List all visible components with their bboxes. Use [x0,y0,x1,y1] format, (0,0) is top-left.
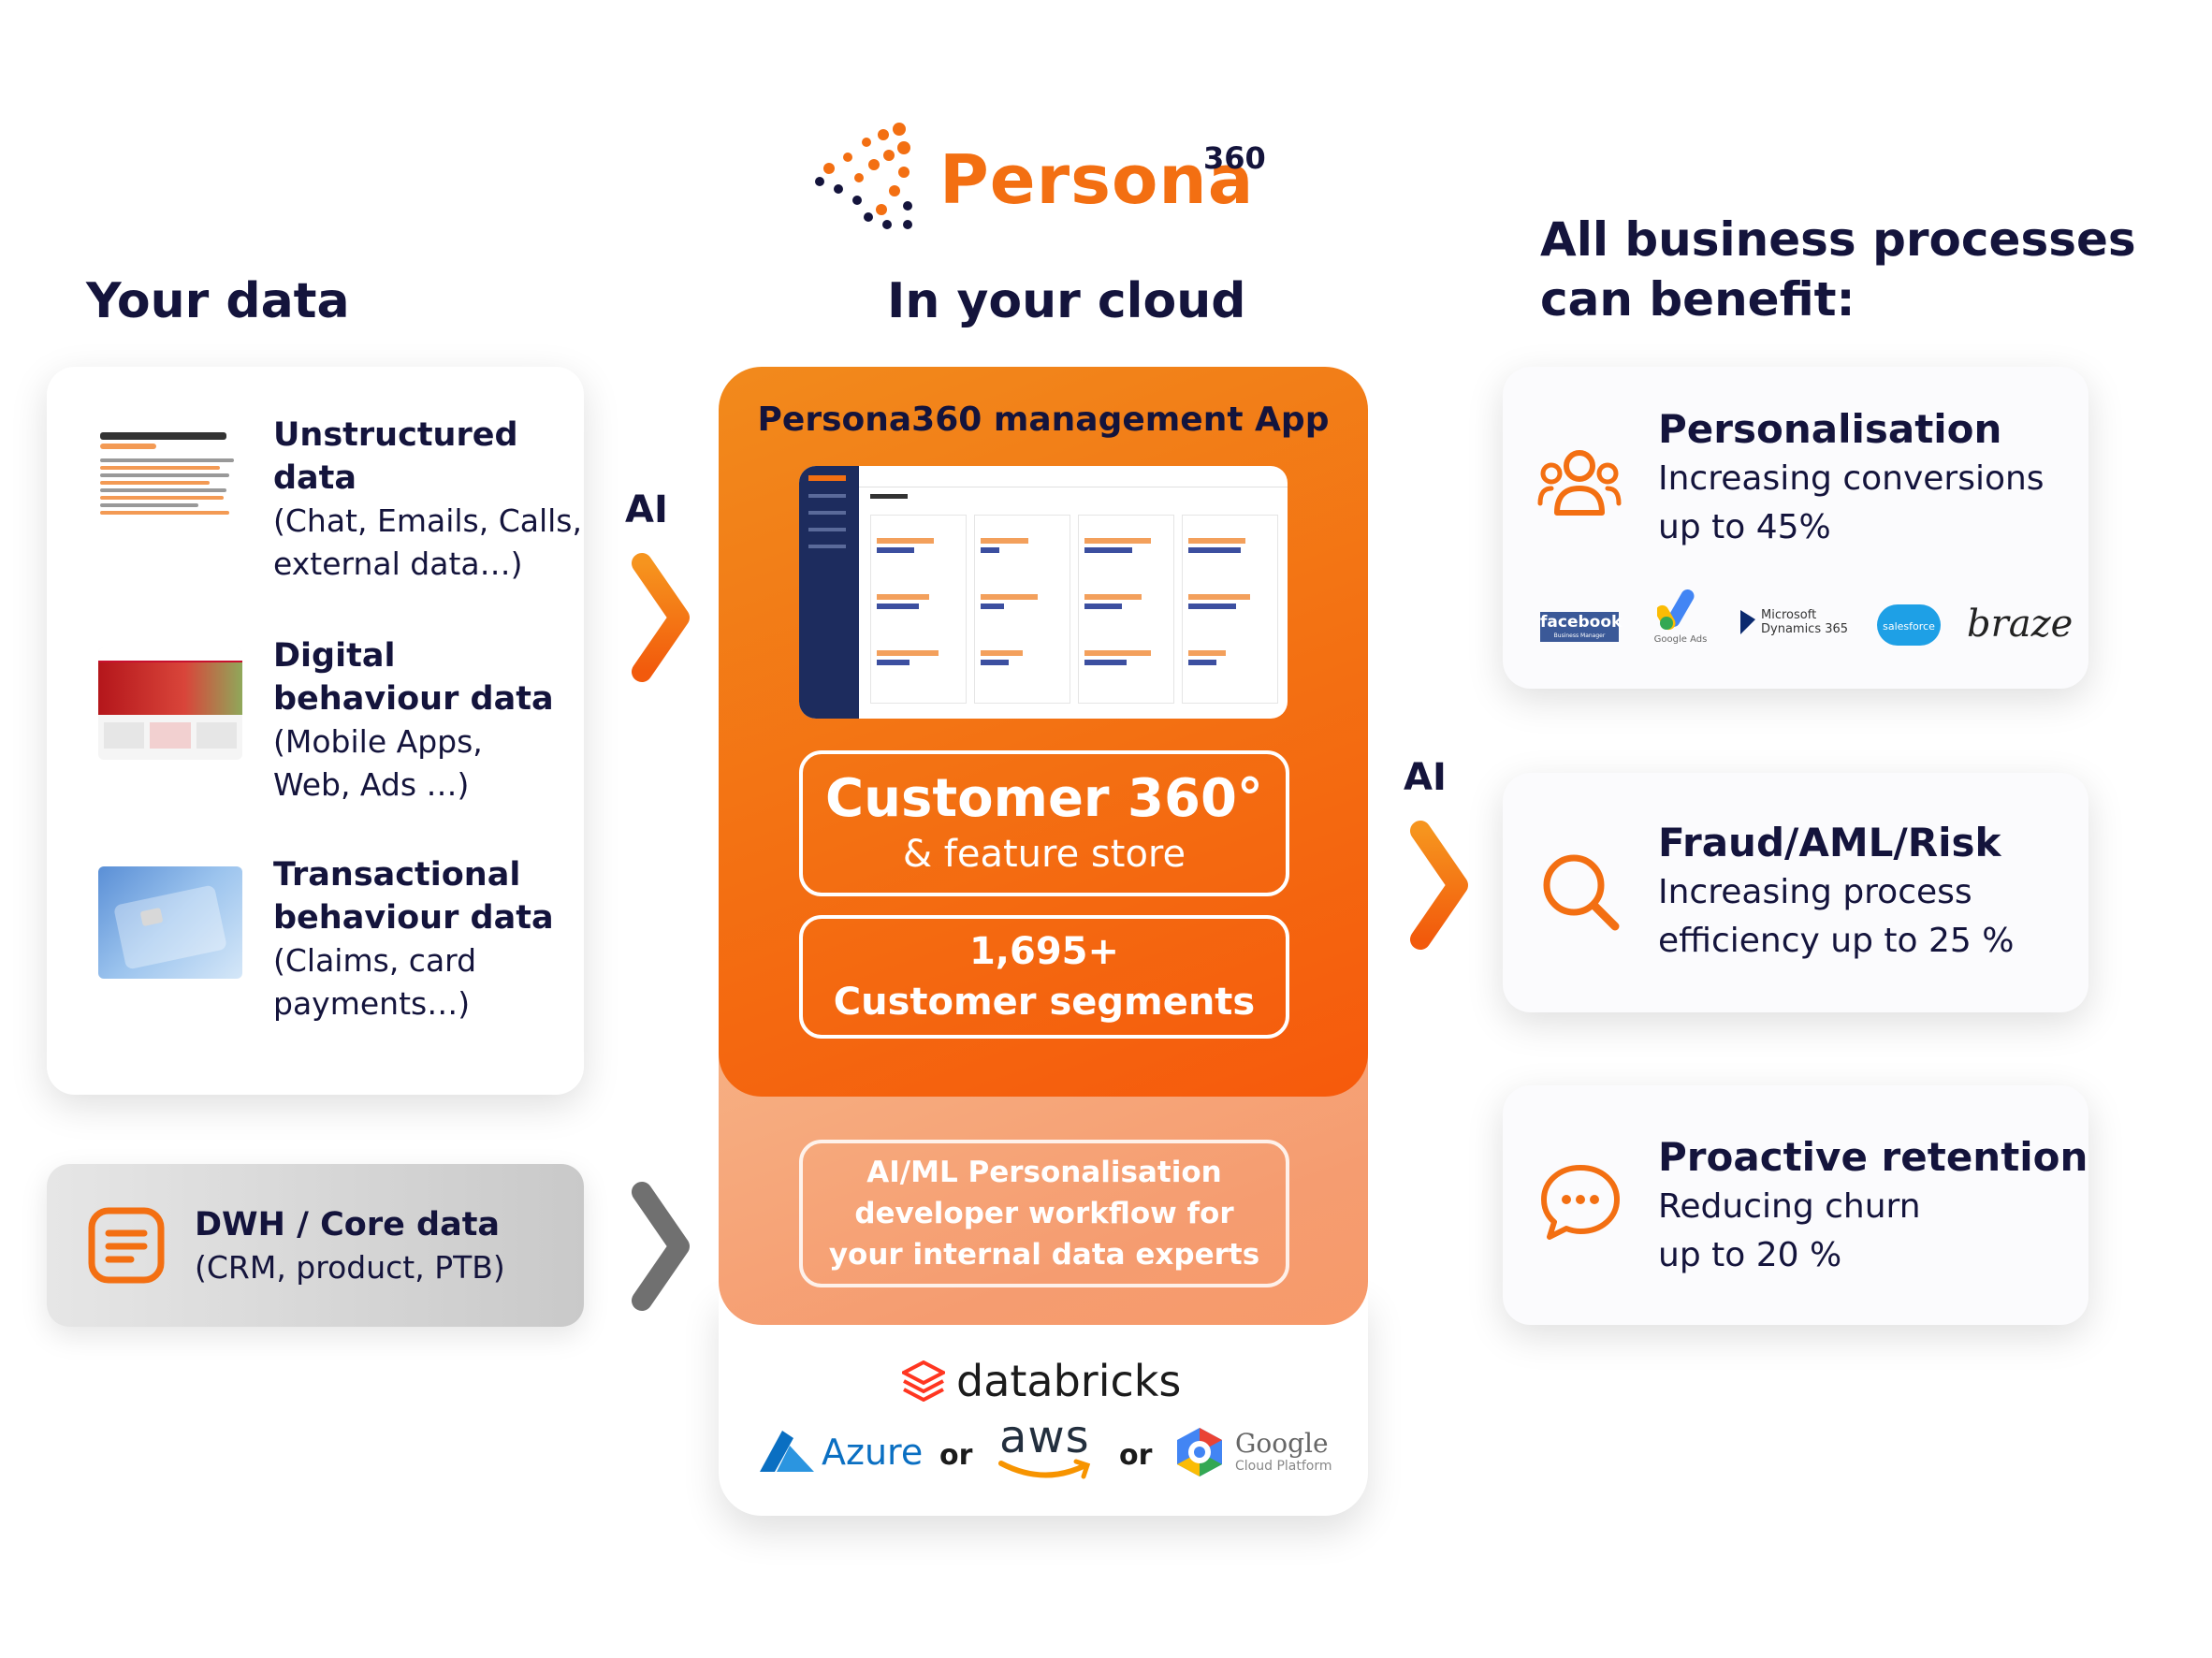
aws-logo: aws [996,1411,1099,1486]
cloud-platform-panel [719,1291,1368,1516]
benefit-title-fraud: Fraud/AML/Risk [1658,820,2001,865]
azure-icon [760,1431,814,1472]
google-ads-name: Google Ads [1653,634,1708,645]
chevron-right-gray-icon [632,1182,690,1311]
dwh-detail: (CRM, product, PTB) [195,1249,505,1286]
azure-logo: Azure [758,1422,923,1482]
persona360-logo: Persona 360 [810,120,1278,241]
microsoft-dynamics-logo: Microsoft Dynamics 365 [1739,608,1848,636]
benefit-title-retention: Proactive retention [1658,1134,2088,1180]
facebook-name: facebook [1540,613,1623,632]
heading-benefits: All business processes can benefit: [1540,210,2136,329]
benefit-card-personalisation: Personalisation Increasing conversions u… [1503,367,2088,689]
ai-label-output: AI [1404,756,1447,799]
google-name: Google [1235,1428,1329,1459]
customer-360-subtitle: & feature store [902,833,1186,876]
heading-benefits-line2: can benefit: [1540,272,1855,327]
facebook-logo: facebook Business Manager [1540,612,1623,642]
dynamics-icon [1740,610,1755,634]
app-screenshot [799,466,1288,719]
source-detail-transactional: (Claims, card payments…) [273,942,477,1022]
databricks-logo: databricks [902,1355,1181,1407]
persona-dots-icon [815,123,912,229]
salesforce-name: salesforce [1883,620,1935,633]
ms-line1: Microsoft [1761,608,1817,622]
ai-label-input: AI [625,488,668,531]
magnifier-icon [1543,854,1620,931]
benefit-desc-retention: Reducing churn up to 20 % [1658,1187,1921,1274]
databricks-stack-icon [902,1360,945,1402]
benefit-desc-fraud: Increasing process efficiency up to 25 % [1658,873,2015,960]
source-title-digital: Digital behaviour data [273,637,554,718]
google-cloud-logo: Google Cloud Platform [1173,1422,1332,1482]
heading-your-data: Your data [86,273,350,329]
chevron-right-icon [632,553,690,682]
workflow-line3: your internal data experts [828,1238,1260,1272]
source-title-transactional: Transactional behaviour data [273,856,554,937]
google-cloud-platform-name: Cloud Platform [1235,1459,1332,1474]
salesforce-logo: salesforce [1877,604,1941,646]
segments-count: 1,695+ [968,930,1120,973]
benefit-desc-personalisation: Increasing conversions up to 45% [1658,459,2045,546]
segments-box: 1,695+ Customer segments [799,915,1289,1039]
aws-smile-icon [998,1459,1091,1479]
website-screenshot-thumbnail [98,647,242,760]
source-detail-digital: (Mobile Apps, Web, Ads …) [273,723,483,803]
benefit-card-fraud: Fraud/AML/Risk Increasing process effici… [1503,773,2088,1012]
document-list-icon [88,1207,165,1284]
workflow-box: AI/ML Personalisation developer workflow… [799,1140,1289,1287]
benefit-title-personalisation: Personalisation [1658,406,2002,452]
facebook-sub: Business Manager [1553,633,1606,639]
ms-line2: Dynamics 365 [1761,622,1849,636]
management-app-panel: Persona360 management App [719,367,1368,1097]
benefit-card-retention: Proactive retention Reducing churn up to… [1503,1085,2088,1325]
heading-in-your-cloud: In your cloud [887,273,1246,329]
text-document-thumbnail [98,425,242,537]
segments-label: Customer segments [833,981,1256,1024]
source-detail-unstructured: (Chat, Emails, Calls, external data…) [273,502,582,582]
chevron-right-output-icon [1410,821,1468,950]
google-cloud-hex-icon [1177,1428,1222,1476]
credit-card-thumbnail [98,866,242,979]
workflow-line1: AI/ML Personalisation [866,1156,1222,1189]
customer-360-box: Customer 360° & feature store [799,750,1289,896]
heading-benefits-line1: All business processes [1540,212,2136,267]
or-label-1: or [939,1439,973,1472]
azure-name: Azure [822,1432,924,1473]
brand-superscript: 360 [1203,140,1266,176]
databricks-name: databricks [956,1356,1182,1406]
dwh-title: DWH / Core data [195,1206,501,1244]
aws-name: aws [999,1411,1090,1463]
or-label-2: or [1119,1439,1153,1472]
dwh-card: DWH / Core data (CRM, product, PTB) [47,1164,584,1327]
customer-360-title: Customer 360° [825,768,1263,829]
google-ads-logo: Google Ads [1651,589,1710,645]
brand-name: Persona [939,140,1255,219]
users-group-icon [1537,450,1622,516]
chat-bubble-icon [1541,1165,1620,1240]
braze-logo: braze [1967,603,2074,646]
app-title: Persona360 management App [757,400,1330,439]
data-sources-card: Unstructured data (Chat, Emails, Calls, … [47,367,584,1095]
source-title-unstructured: Unstructured data [273,416,518,497]
google-ads-icon [1655,589,1695,631]
workflow-line2: developer workflow for [854,1197,1234,1230]
